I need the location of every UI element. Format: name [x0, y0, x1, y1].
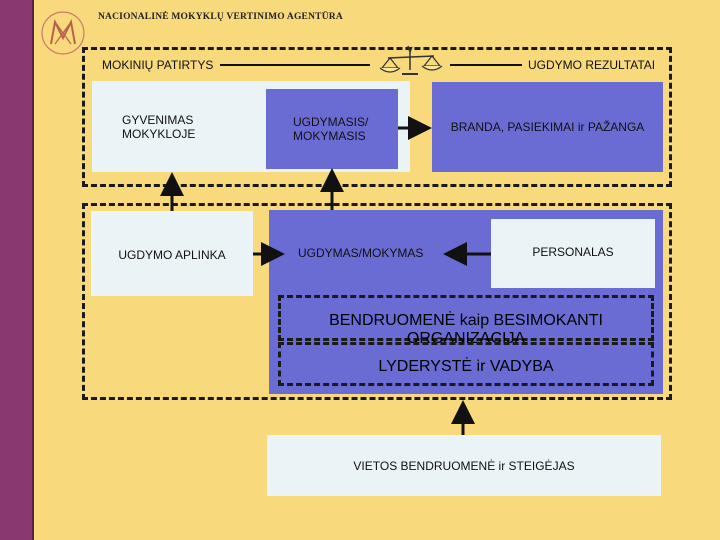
school-frame	[82, 203, 672, 400]
maturity-box: BRANDA, PASIEKIMAI ir PAŽANGA	[432, 82, 663, 172]
environment-label: UGDYMO APLINKA	[118, 248, 226, 262]
heading-line-left	[220, 64, 370, 66]
staff-label: PERSONALAS	[532, 245, 614, 259]
staff-box: PERSONALAS	[491, 219, 655, 288]
learning-box: UGDYMASIS/ MOKYMASIS	[266, 89, 398, 169]
leadership-label: LYDERYSTĖ ir VADYBA	[378, 358, 554, 375]
balance-scales-icon	[379, 45, 443, 75]
leadership-box: LYDERYSTĖ ir VADYBA	[278, 342, 654, 386]
monogram-logo-icon	[41, 11, 85, 55]
right-heading: UGDYMO REZULTATAI	[524, 58, 660, 72]
agency-name: NACIONALINĖ MOKYKLŲ VERTINIMO AGENTŪRA	[98, 12, 343, 22]
life-at-school-label: GYVENIMAS MOKYKLOJE	[122, 113, 196, 141]
maturity-label: BRANDA, PASIEKIMAI ir PAŽANGA	[450, 120, 645, 134]
local-community-box: VIETOS BENDRUOMENĖ ir STEIGĖJAS	[267, 435, 661, 496]
heading-line-right	[450, 64, 522, 66]
student-experience-frame	[82, 47, 672, 187]
learning-label: UGDYMASIS/ MOKYMASIS	[293, 115, 369, 143]
local-community-label: VIETOS BENDRUOMENĖ ir STEIGĖJAS	[353, 459, 575, 473]
teaching-label: UGDYMAS/MOKYMAS	[298, 246, 424, 260]
left-heading: MOKINIŲ PATIRTYS	[98, 58, 218, 72]
community-org-box: BENDRUOMENĖ kaip BESIMOKANTI ORGANIZACIJ…	[278, 295, 654, 347]
environment-box: UGDYMO APLINKA	[91, 211, 253, 296]
sidebar-bar	[0, 0, 34, 540]
